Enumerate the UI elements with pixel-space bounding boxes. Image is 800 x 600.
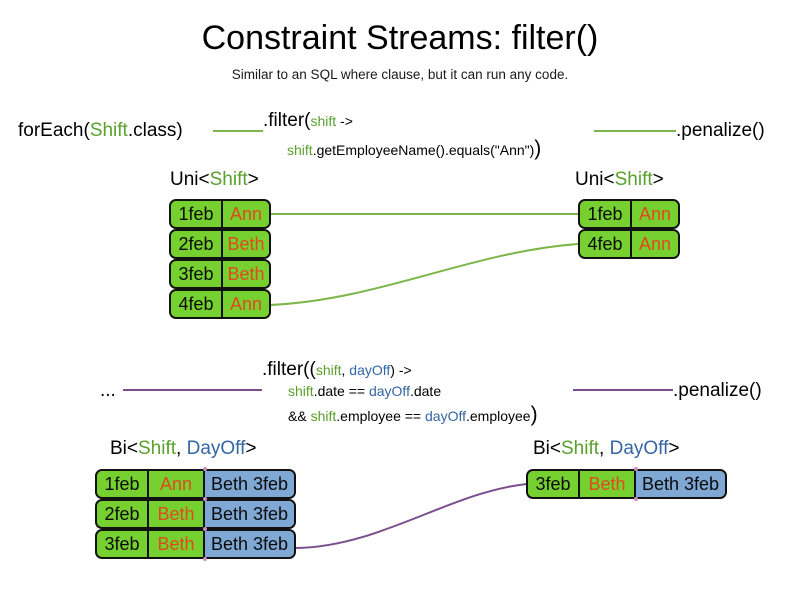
fact-date: 1feb (97, 471, 149, 497)
fact-dayoff: Beth 3feb (203, 531, 294, 557)
fact-dayoff: Beth 3feb (203, 471, 294, 497)
fact-date: 2feb (171, 231, 223, 257)
bi-filter-arrow: ) -> (390, 362, 412, 378)
fact-name: Beth (149, 531, 203, 557)
fact-name: Beth (223, 261, 269, 287)
bi-join-dot-0 (203, 467, 207, 471)
uni-input-type-shift: Shift (209, 169, 248, 190)
uni-input-fact-row-2[interactable]: 3feb Beth (169, 259, 271, 289)
fact-name: Ann (149, 471, 203, 497)
foreach-label: forEach(Shift.class) (18, 119, 183, 143)
uni-input-stream-label: Uni<Shift> (170, 168, 259, 191)
bi-input-suffix: > (245, 438, 257, 459)
uni-output-prefix: Uni< (575, 169, 615, 190)
bi-join-dot-3 (203, 557, 207, 561)
bi-filter-label-line1: .filter((shift, dayOff) -> (262, 358, 412, 382)
fact-date: 1feb (580, 201, 632, 227)
uni-input-prefix: Uni< (170, 169, 210, 190)
uni-filter-body-var: shift (287, 142, 313, 158)
bi-filter-close-paren: ) (530, 403, 538, 426)
fact-date: 1feb (171, 201, 223, 227)
fact-name: Ann (223, 201, 269, 227)
bi-filter-l3-prefix: && (288, 408, 311, 424)
bi-filter-param-shift: shift (315, 362, 342, 378)
bi-filter-l3-var2: dayOff (425, 408, 466, 424)
uni-filter-param-shift: shift (310, 113, 337, 129)
fact-dayoff: Beth 3feb (634, 471, 725, 497)
bi-output-fact-row-0[interactable]: 3feb Beth Beth 3feb (526, 469, 727, 499)
uni-input-fact-row-3[interactable]: 4feb Ann (169, 289, 271, 319)
fact-dayoff: Beth 3feb (203, 501, 294, 527)
bi-input-stream-label: Bi<Shift, DayOff> (110, 437, 256, 460)
uni-filter-arrow: -> (336, 113, 353, 129)
bi-input-type-dayoff: DayOff (186, 438, 246, 459)
bi-input-fact-row-0[interactable]: 1feb Ann Beth 3feb (95, 469, 296, 499)
bi-output-stream-label: Bi<Shift, DayOff> (533, 437, 679, 460)
fact-date: 3feb (528, 471, 580, 497)
bi-filter-label-line3: && shift.employee == dayOff.employee) (288, 404, 538, 426)
bi-filter-l2-mid: .date == (313, 383, 369, 399)
uni-filter-close-paren: ) (534, 137, 542, 160)
uni-output-fact-row-0[interactable]: 1feb Ann (578, 199, 680, 229)
bi-filter-param-dayoff: dayOff (349, 362, 391, 378)
uni-penalize-label: .penalize() (676, 120, 765, 141)
uni-filter-label-line1: .filter(shift -> (263, 109, 353, 133)
fact-name: Beth (149, 501, 203, 527)
bi-output-type-shift: Shift (561, 438, 600, 459)
wire-bi-3feb (295, 483, 528, 549)
bi-filter-l3-mid: .employee == (336, 408, 425, 424)
bi-filter-head: .filter(( (262, 359, 316, 380)
uni-output-stream-label: Uni<Shift> (575, 168, 664, 191)
fact-name: Beth (580, 471, 634, 497)
fact-name: Ann (223, 291, 269, 317)
bi-filter-label-line2: shift.date == dayOff.date (288, 382, 441, 401)
bi-output-join-dot-1 (634, 497, 638, 501)
bi-join-dot-1 (203, 497, 207, 501)
bi-filter-l3-var1: shift (310, 408, 337, 424)
uni-filter-label-line2: shift.getEmployeeName().equals("Ann")) (287, 138, 541, 160)
bi-filter-param-comma: , (341, 362, 350, 378)
bi-output-suffix: > (668, 438, 680, 459)
bi-input-type-shift: Shift (138, 438, 177, 459)
uni-filter-head: .filter( (263, 110, 311, 131)
fact-date: 2feb (97, 501, 149, 527)
foreach-suffix: .class) (127, 120, 183, 141)
bi-input-prefix: Bi< (110, 438, 138, 459)
bi-input-comma: , (176, 438, 187, 459)
bi-output-join-dot-0 (634, 467, 638, 471)
bi-input-fact-row-2[interactable]: 3feb Beth Beth 3feb (95, 529, 296, 559)
fact-name: Ann (632, 231, 678, 257)
bi-filter-l3-end: .employee (466, 408, 531, 424)
bi-filter-l2-var1: shift (288, 383, 314, 399)
uni-filter-body-expr: .getEmployeeName().equals("Ann") (312, 142, 535, 158)
bi-output-prefix: Bi< (533, 438, 561, 459)
bi-source-ellipsis: ... (100, 380, 116, 401)
fact-date: 3feb (97, 531, 149, 557)
uni-input-fact-row-1[interactable]: 2feb Beth (169, 229, 271, 259)
uni-input-suffix: > (247, 169, 259, 190)
bi-input-fact-row-1[interactable]: 2feb Beth Beth 3feb (95, 499, 296, 529)
bi-output-type-dayoff: DayOff (609, 438, 669, 459)
bi-join-dot-2 (203, 527, 207, 531)
bi-filter-l2-end: .date (409, 383, 442, 399)
wire-uni-4feb (269, 243, 579, 306)
bi-filter-l2-var2: dayOff (368, 383, 410, 399)
uni-output-fact-row-1[interactable]: 4feb Ann (578, 229, 680, 259)
foreach-prefix: forEach( (18, 120, 90, 141)
page-title: Constraint Streams: filter() (201, 19, 599, 57)
uni-output-suffix: > (652, 169, 664, 190)
fact-name: Ann (632, 201, 678, 227)
bi-output-comma: , (599, 438, 610, 459)
foreach-type-shift: Shift (89, 120, 128, 141)
fact-name: Beth (223, 231, 269, 257)
fact-date: 4feb (171, 291, 223, 317)
uni-input-fact-row-0[interactable]: 1feb Ann (169, 199, 271, 229)
uni-output-type-shift: Shift (614, 169, 653, 190)
page-subtitle: Similar to an SQL where clause, but it c… (231, 67, 569, 82)
fact-date: 4feb (580, 231, 632, 257)
bi-penalize-label: .penalize() (673, 380, 762, 401)
fact-date: 3feb (171, 261, 223, 287)
